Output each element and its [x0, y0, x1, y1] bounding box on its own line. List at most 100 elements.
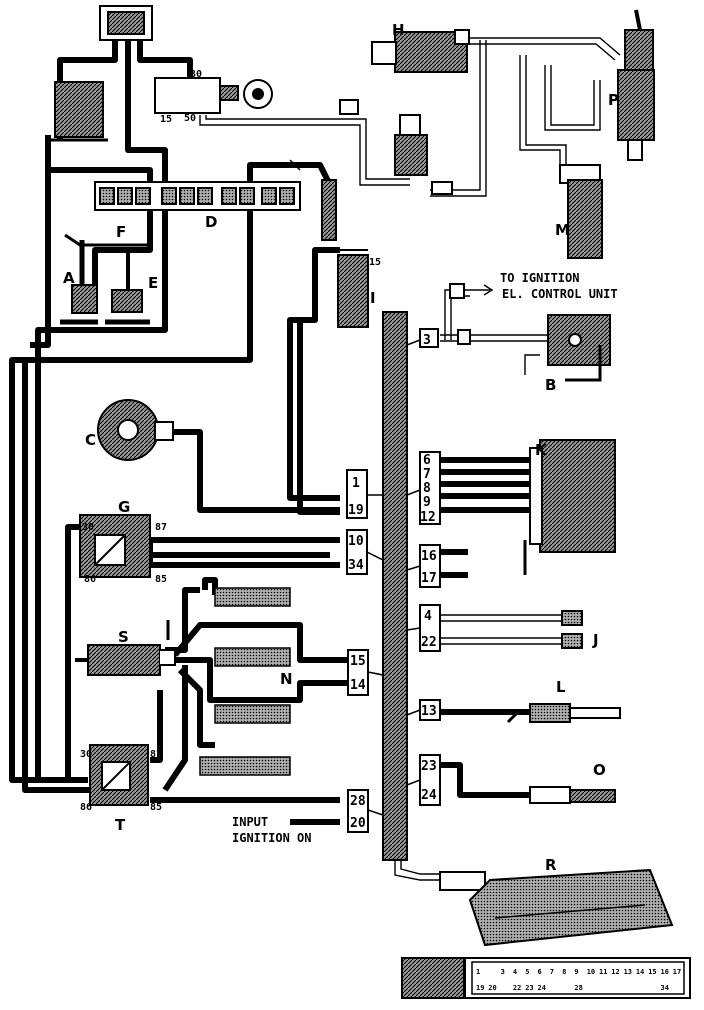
switch-e	[64, 233, 150, 325]
temp-sensor-l	[506, 703, 621, 724]
label-a: A	[63, 269, 75, 287]
label-e: E	[148, 274, 158, 292]
plug-pin-7: 7	[550, 968, 554, 976]
connector-pins	[346, 328, 441, 833]
pin-12: 12	[420, 510, 436, 525]
pin-13: 13	[421, 704, 437, 719]
label-f: F	[116, 223, 126, 241]
plug-pin-23: 23	[525, 984, 533, 992]
plug-pin-4: 4	[513, 968, 517, 976]
pin-4: 4	[424, 609, 432, 624]
label-r: R	[545, 856, 557, 874]
pin-6: 6	[423, 453, 431, 468]
note-to-ignition-1: TO IGNITION	[500, 271, 579, 285]
label-d: D	[205, 213, 217, 231]
plug-pin-34: 34	[661, 984, 669, 992]
terminal-g-30: 30	[82, 522, 94, 533]
ignition-switch	[154, 77, 273, 114]
label-m: M	[555, 221, 570, 239]
plug-pin-9: 9	[574, 968, 578, 976]
plug-pin-1: 1	[476, 968, 480, 976]
battery	[48, 81, 108, 142]
terminal-t-30: 30	[80, 749, 92, 760]
label-b: B	[545, 376, 556, 394]
pin-10: 10	[348, 534, 364, 549]
label-n: N	[280, 670, 293, 688]
control-unit-k	[523, 439, 616, 575]
pin-14: 14	[350, 678, 366, 693]
plug-pin-17: 17	[673, 968, 681, 976]
label-h: H	[392, 21, 405, 39]
terminal-ign-50: 50	[184, 113, 196, 124]
pin-8: 8	[423, 481, 431, 496]
label-k: K	[535, 441, 548, 459]
pin-24: 24	[421, 788, 437, 803]
terminal-t-85: 85	[150, 802, 162, 813]
idle-valve-s	[75, 620, 176, 676]
plug-pin-5: 5	[525, 968, 529, 976]
label-j: J	[592, 631, 599, 649]
relay-g	[79, 514, 151, 578]
plug-pin-6: 6	[538, 968, 542, 976]
sensor-b	[449, 283, 611, 382]
main-wiring	[9, 20, 540, 825]
pin-23: 23	[421, 759, 437, 774]
plug-pin-28: 28	[574, 984, 582, 992]
terminal-coil-15: 15	[369, 257, 381, 268]
label-i: I	[370, 289, 376, 307]
pin-20: 20	[350, 816, 366, 831]
ignition-coil	[321, 179, 369, 328]
note-input-1: INPUT	[232, 815, 268, 829]
label-g: G	[118, 498, 130, 516]
plug-pin-24: 24	[538, 984, 546, 992]
plug-pin-19: 19	[476, 984, 484, 992]
plug-pin-row-2: 19 20 22 23 24 28 34	[476, 984, 669, 992]
plug-pin-20: 20	[488, 984, 496, 992]
module-h	[371, 29, 470, 73]
note-input-2: IGNITION ON	[232, 831, 311, 845]
label-l: L	[556, 678, 566, 696]
pin-3: 3	[423, 333, 431, 348]
connector-j	[561, 610, 583, 649]
label-o: O	[593, 761, 606, 779]
injectors	[199, 587, 291, 776]
distributor	[97, 399, 174, 461]
cold-start-injector-p	[617, 9, 655, 161]
plug-pin-15: 15	[648, 968, 656, 976]
label-s: S	[118, 628, 129, 646]
harness-links	[366, 339, 421, 816]
pin-22: 22	[421, 635, 437, 650]
ecu-plug-r	[439, 868, 674, 947]
plug-pin-13: 13	[624, 968, 632, 976]
terminal-g-87: 87	[155, 522, 167, 533]
plug-pin-12: 12	[611, 968, 619, 976]
pin-17: 17	[421, 571, 437, 586]
pin-19: 19	[348, 503, 364, 518]
plug-pin-22: 22	[513, 984, 521, 992]
relay-t	[89, 744, 149, 806]
plug-pin-14: 14	[636, 968, 644, 976]
label-p: P	[608, 91, 619, 109]
sensor-o	[529, 786, 616, 804]
pin-7: 7	[423, 467, 431, 482]
switch-a	[60, 240, 98, 325]
terminal-t-86: 86	[80, 802, 92, 813]
label-c: C	[85, 431, 96, 449]
sensor-relay	[339, 99, 453, 195]
pin-1: 1	[352, 476, 360, 491]
pin-34: 34	[348, 558, 364, 573]
terminal-g-86: 86	[84, 574, 96, 585]
fuse-box	[94, 181, 301, 211]
pin-15: 15	[350, 654, 366, 669]
terminal-ign-15: 15	[160, 114, 172, 125]
plug-pin-10: 10	[587, 968, 595, 976]
terminal-t-87: 87	[150, 749, 162, 760]
plug-pin-8: 8	[562, 968, 566, 976]
plug-pin-11: 11	[599, 968, 607, 976]
terminal-g-85: 85	[155, 574, 167, 585]
pin-28: 28	[350, 794, 366, 809]
plug-pin-16: 16	[661, 968, 669, 976]
pin-16: 16	[421, 549, 437, 564]
